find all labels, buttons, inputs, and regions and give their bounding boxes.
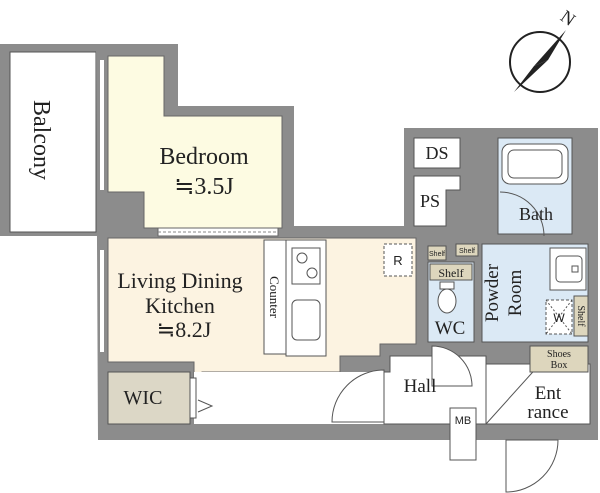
bedroom-area: ≒3.5J	[174, 174, 233, 200]
compass-north-label: N	[557, 6, 579, 30]
kitchen-sink	[291, 299, 321, 341]
powder-shelf-label: Shelf	[575, 305, 586, 327]
refrigerator-space: R	[383, 243, 413, 277]
ldk-area: ≒8.2J	[157, 317, 212, 342]
powder-room: Powder Room W Shelf	[481, 243, 589, 343]
ds-label: DS	[425, 143, 448, 163]
shoes-box	[529, 345, 589, 373]
entrance-line2: rance	[527, 402, 568, 423]
shelf-small-2: Shelf	[455, 243, 479, 257]
entrance-area: Shoes Box Ent rance	[485, 345, 591, 425]
balcony-label: Balcony	[28, 100, 54, 180]
bedroom-room: Bedroom ≒3.5J	[107, 55, 283, 229]
step-line	[485, 363, 541, 425]
ldk-name-line2: Kitchen	[145, 293, 215, 318]
compass-needle-north	[534, 30, 566, 66]
ps-label: PS	[420, 191, 440, 211]
wic-door-arrow	[197, 399, 214, 413]
powder-room-line1: Powder	[482, 263, 503, 322]
toilet-tank	[439, 281, 455, 290]
hall-door-swing-left	[331, 369, 385, 423]
wic-room: WIC	[107, 371, 214, 425]
entrance-line1: Ent	[535, 383, 562, 404]
mb-label: MB	[455, 415, 472, 427]
kitchen-counter: Counter	[263, 239, 287, 355]
burner-1	[296, 252, 308, 264]
washer-label: W	[553, 311, 565, 325]
washbasin	[549, 247, 587, 291]
balcony-area: Balcony	[0, 44, 108, 236]
ds-space: DS	[413, 137, 461, 169]
wc-room: Shelf WC	[427, 261, 475, 343]
wc-shelf-label: Shelf	[438, 266, 463, 280]
shelf-small-2-label: Shelf	[459, 248, 475, 255]
bath-room: Bath	[497, 137, 573, 237]
bath-label: Bath	[519, 204, 553, 224]
burner-2	[306, 267, 318, 279]
ps-space: PS	[413, 175, 461, 227]
hall-label: Hall	[404, 376, 437, 397]
shoes-box-line2: Box	[551, 360, 568, 371]
wc-label: WC	[435, 318, 466, 339]
mb-box: MB	[449, 407, 477, 461]
compass: N	[509, 6, 579, 93]
entrance-door-swing	[505, 439, 559, 493]
toilet-bowl	[437, 288, 457, 314]
bathtub	[501, 143, 569, 185]
wc-door-swing	[431, 345, 473, 387]
hall-area: Hall	[331, 345, 487, 425]
kitchen-unit	[285, 239, 327, 357]
shelf-small-1-label: Shelf	[429, 251, 445, 258]
counter-label: Counter	[267, 276, 282, 319]
refrigerator-label: R	[393, 253, 402, 268]
shelf-small-1: Shelf	[427, 245, 447, 261]
bedroom-name: Bedroom	[159, 144, 249, 170]
bedroom-sliding-door	[157, 227, 279, 237]
shoes-box-line1: Shoes	[547, 349, 571, 360]
ldk-name-line1: Living Dining	[117, 268, 242, 293]
wic-label: WIC	[124, 387, 163, 409]
bath-door-swing	[499, 191, 545, 237]
powder-room-line2: Room	[505, 270, 526, 317]
compass-needle-south	[514, 60, 548, 92]
cooktop	[291, 247, 321, 285]
